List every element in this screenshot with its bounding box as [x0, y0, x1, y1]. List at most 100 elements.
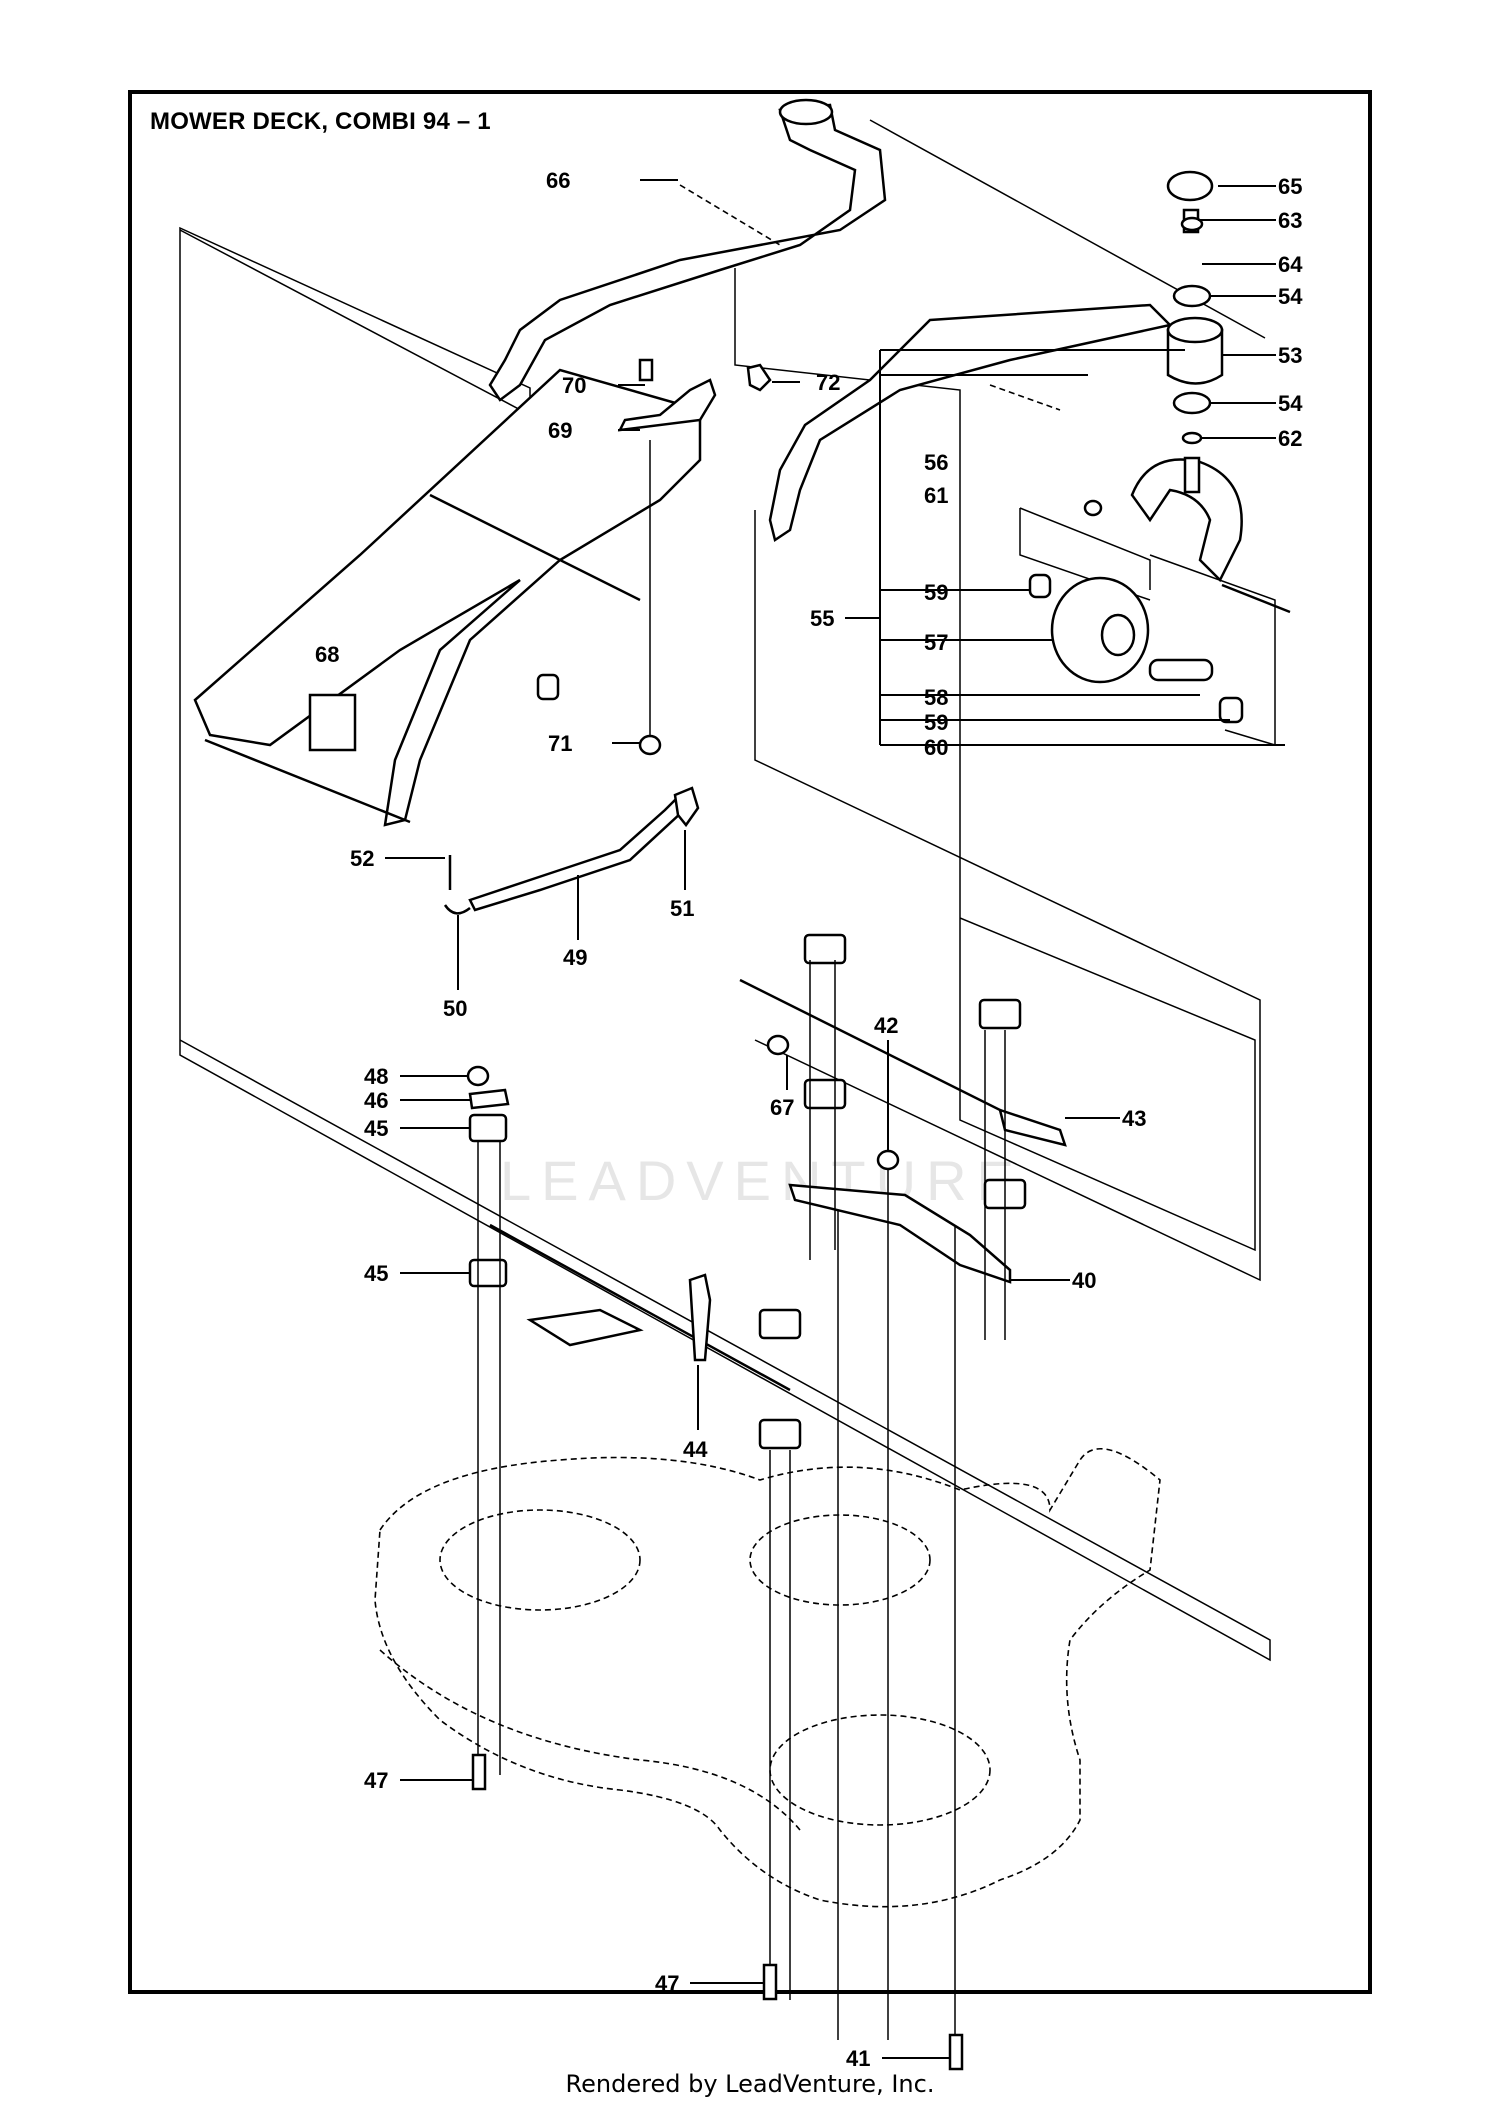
part-45-block-upper [468, 1113, 508, 1143]
callout-54-top: 54 [1278, 284, 1303, 309]
callout-65: 65 [1278, 174, 1302, 199]
part-41-bolt [948, 2033, 964, 2071]
callout-44: 44 [683, 1437, 708, 1462]
callout-59-bottom: 59 [924, 710, 948, 735]
callout-47-left: 47 [364, 1768, 388, 1793]
callout-60: 60 [924, 735, 948, 760]
part-44-arm [688, 1273, 712, 1362]
watermark-text: LEADVENTURE [500, 1149, 1024, 1212]
plane-wheel-a [1019, 507, 1151, 590]
part-56-stem [1183, 456, 1201, 494]
part-51-clevis [673, 786, 700, 828]
part-64-washer [1180, 216, 1204, 232]
callout-41: 41 [846, 2046, 870, 2071]
callout-68: 68 [315, 642, 339, 667]
block-upper-a [803, 933, 847, 965]
mower-deck-spindle-center [769, 1714, 991, 1826]
plane-right [734, 268, 1256, 1252]
callout-48: 48 [364, 1064, 388, 1089]
callout-51: 51 [670, 896, 694, 921]
part-69-bracket [617, 378, 717, 432]
mower-deck-spindle-right [749, 1514, 931, 1606]
callout-66: 66 [546, 168, 570, 193]
plane-caster [754, 510, 1261, 1282]
part-71-nut [638, 734, 662, 756]
lift-arm-right [768, 303, 1173, 543]
callout-50: 50 [443, 996, 467, 1021]
part-42-nut [876, 1149, 900, 1171]
part-57-hub [1100, 613, 1136, 657]
part-62-washer [1181, 431, 1203, 445]
callout-40: 40 [1072, 1268, 1096, 1293]
callout-72: 72 [816, 370, 840, 395]
callout-54-bottom: 54 [1278, 391, 1303, 416]
callout-43: 43 [1122, 1106, 1146, 1131]
part-43-shaft [739, 978, 1051, 1137]
callout-70: 70 [562, 373, 586, 398]
callout-55: 55 [810, 606, 834, 631]
callout-61: 61 [924, 483, 948, 508]
part-57-wheel [1050, 576, 1150, 684]
callout-42: 42 [874, 1013, 898, 1038]
callout-52: 52 [350, 846, 374, 871]
plane-left [179, 226, 1271, 1662]
part-44-pedal [526, 1308, 644, 1347]
dash-66 [679, 184, 781, 246]
block-44-lower [758, 1418, 802, 1450]
callout-58: 58 [924, 685, 948, 710]
part-48-nut [466, 1065, 490, 1087]
block-lower-a [803, 1078, 847, 1110]
part-67-nut [766, 1034, 790, 1056]
part-65-cap [1166, 170, 1214, 202]
mower-deck-spindle-left [439, 1509, 641, 1611]
diagram-title: MOWER DECK, COMBI 94 – 1 [150, 108, 491, 135]
callout-45-bottom: 45 [364, 1261, 388, 1286]
block-44-upper [758, 1308, 802, 1340]
part-72-clip [746, 363, 772, 392]
part-47-bolt-bottom [762, 1963, 778, 2001]
callout-56: 56 [924, 450, 948, 475]
callout-63: 63 [1278, 208, 1302, 233]
part-54-bearing-top [1172, 284, 1212, 308]
part-68-front-bar [204, 738, 411, 824]
footer-credit: Rendered by LeadVenture, Inc. [565, 2070, 935, 2098]
diagram-frame [128, 90, 1372, 1994]
callout-46: 46 [364, 1088, 388, 1113]
part-59-spacer-b [1218, 696, 1244, 724]
callout-71: 71 [548, 731, 572, 756]
callout-69: 69 [548, 418, 572, 443]
callout-67: 67 [770, 1095, 794, 1120]
lift-arm-left [488, 103, 887, 402]
dash-arm-bolt [989, 384, 1061, 411]
part-68-bushing [536, 673, 560, 701]
part-58-tube [1148, 658, 1214, 682]
callout-59-top: 59 [924, 580, 948, 605]
callout-57: 57 [924, 630, 948, 655]
part-47-bolt-left [471, 1753, 487, 1791]
callout-53: 53 [1278, 343, 1302, 368]
mower-deck-skirt [379, 1649, 801, 1831]
part-49-rod [468, 797, 684, 912]
part-70-bolt [638, 358, 654, 382]
part-50-hook [443, 904, 471, 915]
callout-45-top: 45 [364, 1116, 388, 1141]
callout-47-bottom: 47 [655, 1971, 679, 1996]
mower-deck-outline [374, 1447, 1161, 1908]
leader-lines [385, 179, 1285, 2059]
part-59-spacer-a [1028, 573, 1052, 599]
part-43-lever [998, 1108, 1067, 1147]
part-68-hitch [308, 693, 357, 752]
part-44-shaft [489, 1223, 791, 1392]
callout-64: 64 [1278, 252, 1303, 277]
block-upper-b [978, 998, 1022, 1030]
caster-bolt [1221, 583, 1291, 614]
part-54-bearing-bottom [1172, 391, 1212, 415]
part-68-frame [193, 368, 702, 827]
lift-arm-pivot [778, 98, 834, 126]
part-68-crossbar [429, 493, 641, 602]
part-53-sleeve [1166, 328, 1224, 385]
callout-49: 49 [563, 945, 587, 970]
callout-62: 62 [1278, 426, 1302, 451]
part-53-top [1166, 316, 1224, 344]
